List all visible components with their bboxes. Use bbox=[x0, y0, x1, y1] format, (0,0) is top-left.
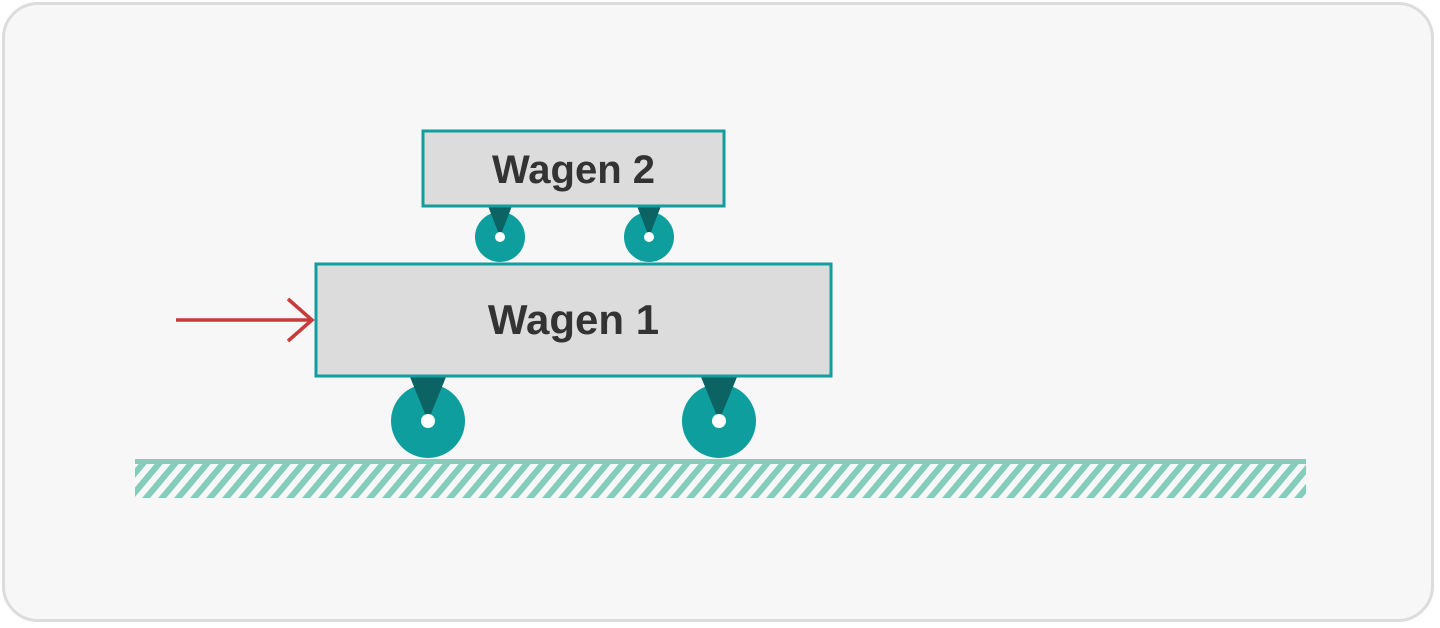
wheel-mount bbox=[637, 206, 661, 237]
ground bbox=[135, 459, 1306, 498]
force-arrow-head bbox=[286, 297, 315, 343]
cart-upper-label: Wagen 2 bbox=[492, 148, 655, 192]
cart-upper-wheel-left bbox=[475, 206, 525, 262]
wheel-axle bbox=[421, 414, 435, 428]
wheel-mount bbox=[410, 377, 446, 421]
cart-lower-wheel-left bbox=[391, 377, 465, 458]
ground-hatch-icon bbox=[135, 464, 1306, 498]
cart-lower-label: Wagen 1 bbox=[488, 296, 659, 343]
cart-upper: Wagen 2 bbox=[421, 129, 726, 208]
wheel-axle bbox=[712, 414, 726, 428]
cart-lower-wheel-right bbox=[682, 377, 756, 458]
arrow-right-icon bbox=[176, 297, 315, 343]
ground-surface-line bbox=[135, 459, 1306, 464]
wheel-mount bbox=[701, 377, 737, 421]
cart-lower: Wagen 1 bbox=[314, 262, 833, 378]
cart-upper-wheel-right bbox=[624, 206, 674, 262]
wheel-axle bbox=[495, 232, 505, 242]
cart-lower-body bbox=[314, 262, 833, 378]
wheel-mount bbox=[488, 206, 512, 237]
wheel-axle bbox=[644, 232, 654, 242]
cart-upper-body bbox=[421, 129, 726, 208]
